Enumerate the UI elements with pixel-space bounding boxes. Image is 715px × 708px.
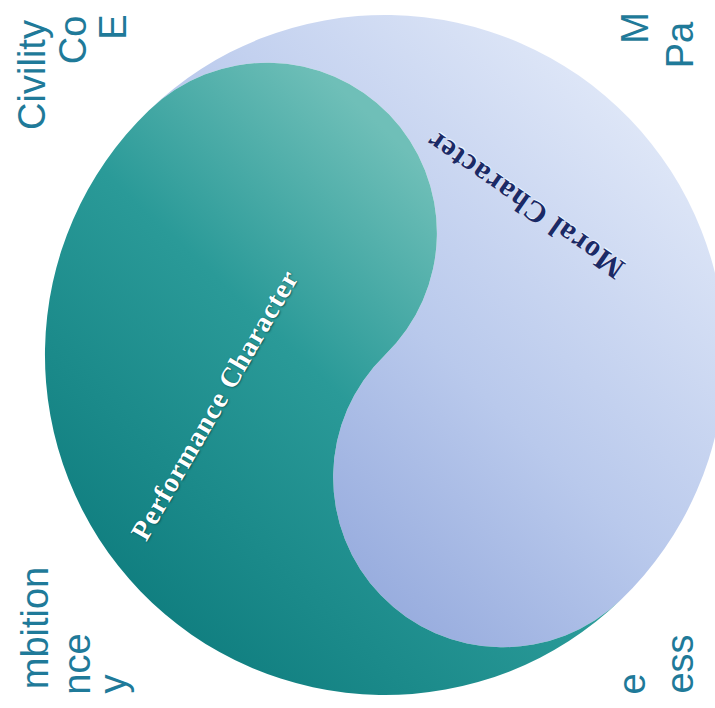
trait-label: M <box>616 12 654 44</box>
trait-label: e <box>613 673 651 694</box>
section-title: Performance Character <box>125 264 306 545</box>
trait-label: E <box>94 14 132 39</box>
trait-label: y <box>94 675 132 694</box>
half-fill <box>149 15 715 647</box>
trait-label: Civility <box>13 20 51 130</box>
trait-label: nce <box>58 633 96 694</box>
trait-label: Pa <box>661 22 699 68</box>
section-title: Moral Character <box>419 124 630 286</box>
half-fill <box>45 63 621 695</box>
trait-label: ess <box>661 634 699 693</box>
trait-label: mbition <box>16 567 54 690</box>
trait-label: Co <box>54 16 92 65</box>
